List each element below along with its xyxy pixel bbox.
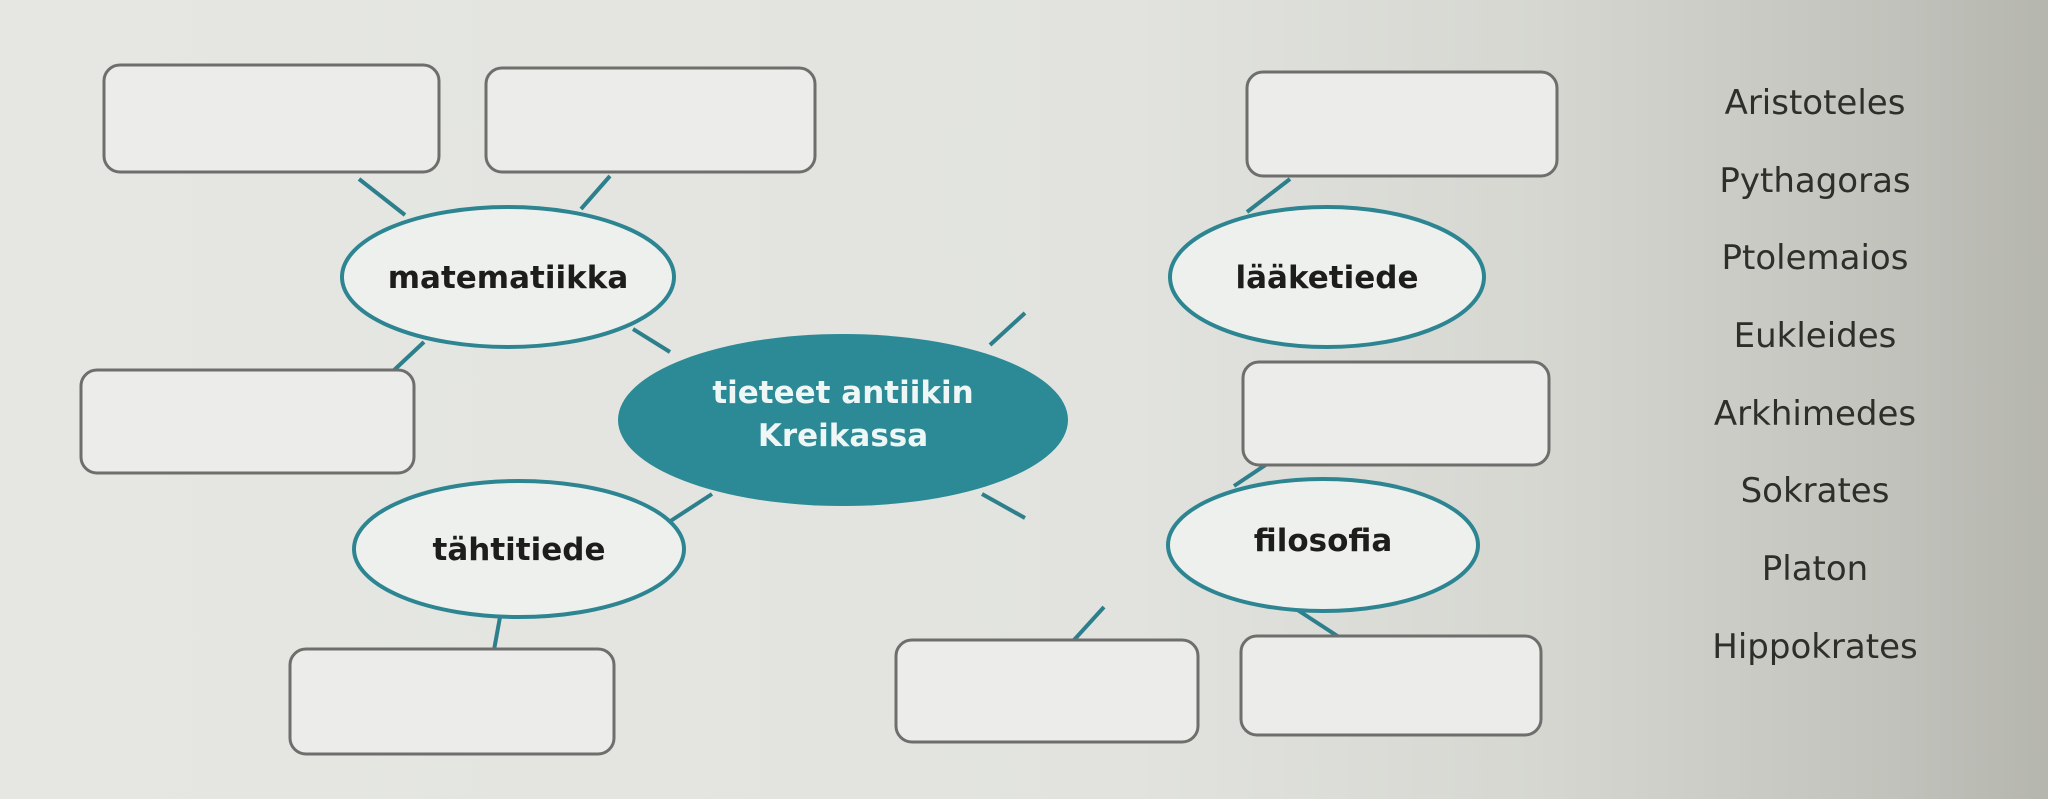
name-item: Ptolemaios: [1721, 238, 1909, 279]
name-item: Arkhimedes: [1713, 393, 1917, 434]
branch-astronomy: [352, 479, 686, 619]
answer-box-philosophy-2[interactable]: [894, 638, 1200, 744]
answer-box-astronomy[interactable]: [288, 647, 616, 756]
name-item: Pythagoras: [1719, 160, 1911, 201]
branch-mathematics: [340, 205, 676, 349]
name-list: Aristoteles Pythagoras Ptolemaios Euklei…: [1690, 78, 1940, 700]
name-item: Hippokrates: [1712, 626, 1918, 667]
answer-box-philosophy-3[interactable]: [1239, 634, 1543, 737]
branch-medicine: [1168, 205, 1486, 349]
name-item: Sokrates: [1740, 471, 1890, 512]
branch-label: matematiikka: [388, 260, 629, 296]
branch-label: tähtitiede: [433, 532, 606, 568]
name-item: Eukleides: [1733, 316, 1897, 357]
answer-box-math-3[interactable]: [79, 368, 416, 475]
name-item: Aristoteles: [1724, 83, 1906, 123]
branch-philosophy: [1166, 477, 1480, 613]
answer-box-math-1[interactable]: [102, 63, 441, 174]
center-label-line1: tieteet antiikin: [712, 375, 973, 411]
name-item: Platon: [1761, 549, 1869, 590]
answer-box-medicine[interactable]: [1245, 70, 1559, 178]
center-label-line2: Kreikassa: [758, 418, 928, 454]
answer-box-philosophy-1[interactable]: [1241, 360, 1551, 467]
branch-label: lääketiede: [1236, 260, 1419, 296]
answer-box-math-2[interactable]: [484, 66, 817, 174]
branch-label: filosofia: [1254, 523, 1393, 559]
center-node: [618, 334, 1068, 506]
